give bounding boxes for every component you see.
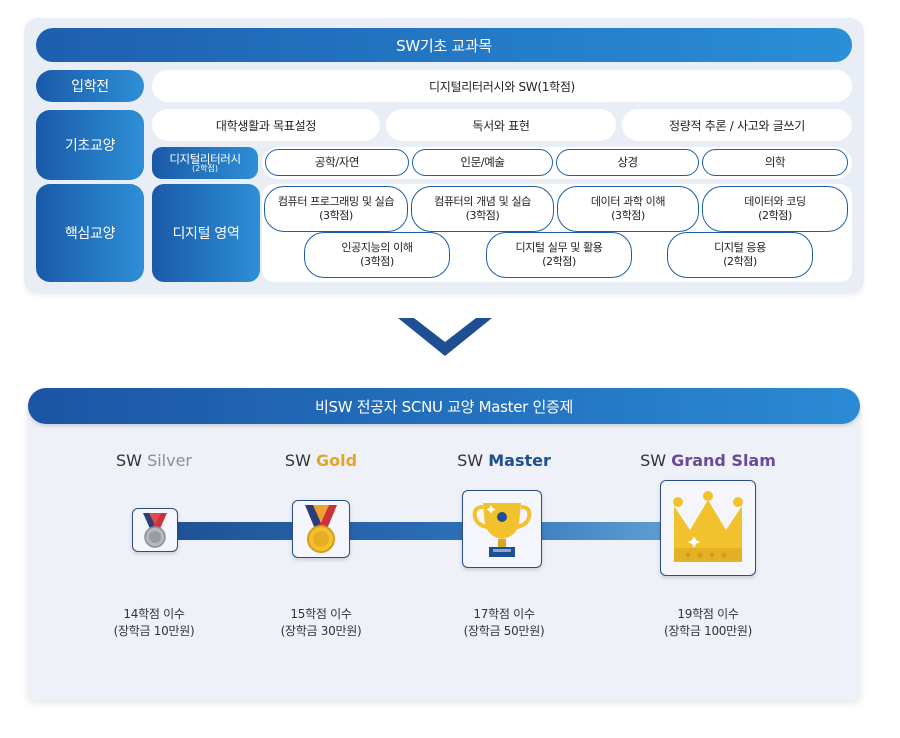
- track-business: 상경: [556, 149, 699, 176]
- course-quantitative-reasoning: 정량적 추론 / 사고와 글쓰기: [622, 109, 852, 141]
- credits-text: 14학점 이수: [123, 607, 185, 621]
- level-title-silver: SW Silver: [116, 451, 192, 470]
- course-programming: 컴퓨터 프로그래밍 및 실습 (3학점): [264, 186, 408, 232]
- course-computer-concepts: 컴퓨터의 개념 및 실습 (3학점): [411, 186, 554, 232]
- grand-slam-requirement: 19학점 이수 (장학금 100만원): [664, 606, 752, 641]
- course-credit: (2학점): [758, 209, 792, 222]
- level-prefix: SW: [115, 451, 142, 470]
- digital-literacy-label: 디지털리터러시 (2학점): [152, 147, 258, 179]
- level-prefix: SW: [640, 451, 667, 470]
- level-prefix: SW: [284, 451, 311, 470]
- digital-domain: 디지털 영역: [152, 184, 260, 282]
- scholarship-text: (장학금 100만원): [664, 624, 752, 639]
- level-name: Grand Slam: [671, 451, 776, 470]
- course-name: 컴퓨터 프로그래밍 및 실습: [277, 194, 395, 208]
- level-name: Silver: [147, 451, 193, 470]
- level-name: Master: [488, 451, 551, 470]
- course-reading-expression: 독서와 표현: [386, 109, 616, 141]
- credits-text: 19학점 이수: [677, 607, 739, 621]
- level-title-grand-slam: SW Grand Slam: [640, 451, 776, 470]
- track-engineering: 공학/자연: [265, 149, 409, 176]
- category-basic: 기초교양: [36, 110, 144, 180]
- panel-title: SW기초 교과목: [36, 28, 852, 62]
- gold-requirement: 15학점 이수 (장학금 30만원): [281, 606, 362, 641]
- course-name: 데이터와 코딩: [744, 194, 806, 208]
- course-credit: (3학점): [319, 209, 353, 222]
- medal-gold-icon: [292, 500, 350, 558]
- crown-icon: [660, 480, 756, 576]
- course-credit: (3학점): [465, 209, 500, 222]
- course-credit: (2학점): [723, 255, 757, 268]
- digital-literacy-credit: (2학점): [191, 163, 219, 173]
- course-name: 인공지능의 이해: [341, 240, 413, 254]
- course-digital-practice: 디지털 실무 및 활용 (2학점): [486, 232, 632, 278]
- certification-title: 비SW 전공자 SCNU 교양 Master 인증제: [28, 388, 860, 424]
- sw-basic-courses-panel: SW기초 교과목 입학전 디지털리터러시와 SW(1학점) 기초교양 대학생활과…: [24, 18, 864, 294]
- course-digital-literacy-sw: 디지털리터러시와 SW(1학점): [152, 70, 852, 102]
- category-entry: 입학전: [36, 70, 144, 102]
- level-prefix: SW: [457, 451, 484, 470]
- credits-text: 15학점 이수: [290, 607, 352, 621]
- silver-requirement: 14학점 이수 (장학금 10만원): [114, 606, 195, 641]
- chevron-down-icon: [398, 318, 492, 356]
- track-medicine: 의학: [702, 149, 848, 176]
- scholarship-text: (장학금 50만원): [463, 624, 545, 639]
- master-requirement: 17학점 이수 (장학금 50만원): [464, 606, 545, 641]
- category-core: 핵심교양: [36, 184, 144, 282]
- trophy-icon: [462, 490, 542, 568]
- course-credit: (3학점): [611, 209, 645, 222]
- track-humanities: 인문/예술: [412, 149, 553, 176]
- course-name: 디지털 실무 및 활용: [515, 240, 603, 254]
- course-credit: (2학점): [542, 255, 576, 268]
- course-name: 디지털 응용: [714, 240, 766, 254]
- course-digital-application: 디지털 응용 (2학점): [667, 232, 813, 278]
- credits-text: 17학점 이수: [473, 607, 535, 621]
- level-name: Gold: [316, 451, 358, 470]
- course-ai: 인공지능의 이해 (3학점): [304, 232, 450, 278]
- level-title-gold: SW Gold: [285, 451, 357, 470]
- progress-track: [152, 522, 712, 540]
- course-name: 데이터 과학 이해: [590, 194, 666, 208]
- scholarship-text: (장학금 10만원): [113, 624, 195, 639]
- course-name: 컴퓨터의 개념 및 실습: [434, 194, 531, 208]
- scholarship-text: (장학금 30만원): [280, 624, 362, 639]
- medal-silver-icon: [132, 508, 178, 552]
- digital-literacy-name: 디지털리터러시: [169, 151, 241, 166]
- course-data-coding: 데이터와 코딩 (2학점): [702, 186, 848, 232]
- course-data-science: 데이터 과학 이해 (3학점): [557, 186, 699, 232]
- course-college-life: 대학생활과 목표설정: [152, 109, 380, 141]
- level-title-master: SW Master: [457, 451, 551, 470]
- course-credit: (3학점): [360, 255, 394, 268]
